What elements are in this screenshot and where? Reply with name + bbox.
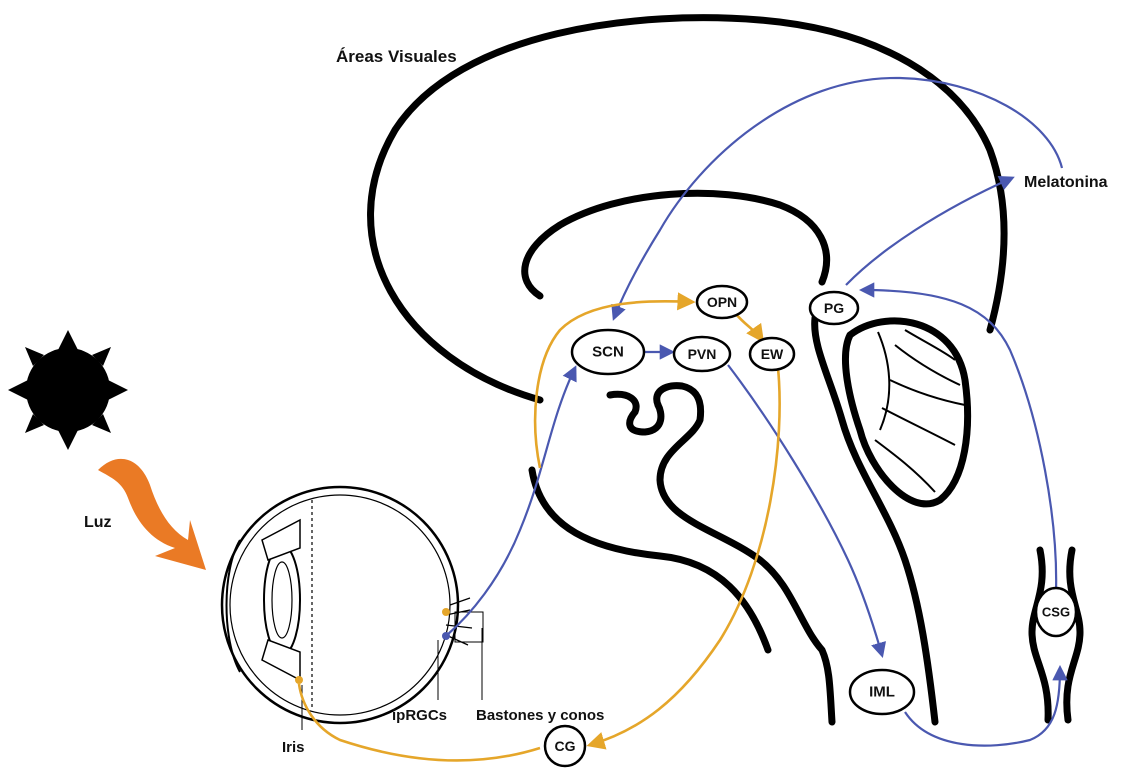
node-pg-label: PG [824, 300, 844, 316]
iris-label: Iris [282, 739, 305, 756]
node-opn: OPN [697, 286, 747, 318]
node-scn-label: SCN [592, 344, 624, 361]
visual-areas-label: Áreas Visuales [336, 47, 457, 66]
node-iml: IML [850, 670, 914, 714]
cerebellum-folia [875, 330, 965, 492]
node-pvn: PVN [674, 337, 730, 371]
node-pg: PG [810, 292, 858, 324]
light-label: Luz [84, 514, 112, 531]
node-opn-label: OPN [707, 294, 737, 310]
wavy-arrow-icon [98, 459, 206, 570]
node-csg-label: CSG [1042, 605, 1070, 620]
node-ew: EW [750, 338, 794, 370]
node-iml-label: IML [869, 684, 895, 701]
node-cg: CG [545, 726, 585, 766]
node-ew-label: EW [761, 346, 784, 362]
rods-cones-label: Bastones y conos [476, 707, 604, 724]
eye-icon [222, 487, 483, 730]
iprgcs-label: ipRGCs [392, 707, 447, 724]
melatonin-label: Melatonina [1024, 174, 1108, 191]
node-cg-label: CG [555, 738, 576, 754]
node-csg: CSG [1036, 588, 1076, 636]
node-scn: SCN [572, 330, 644, 374]
sun-icon [8, 330, 128, 450]
node-pvn-label: PVN [688, 346, 717, 362]
